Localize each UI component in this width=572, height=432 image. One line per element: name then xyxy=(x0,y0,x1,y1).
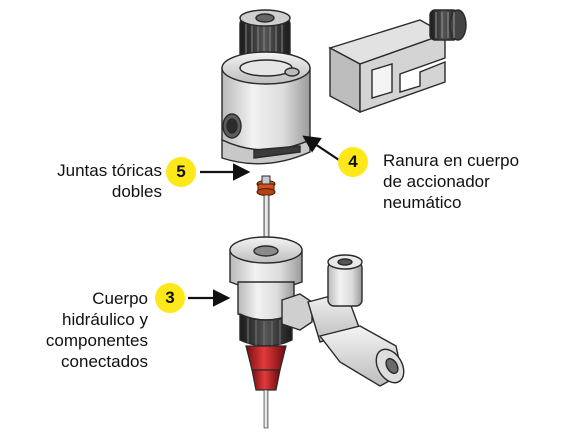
callout-3-label: Cuerpo hidráulico y componentes conectad… xyxy=(45,289,148,371)
needle xyxy=(263,194,270,242)
callout-4-badge: 4 xyxy=(338,147,368,177)
callout-3-badge: 3 xyxy=(155,283,185,313)
o-rings xyxy=(256,175,276,196)
actuator-clamp xyxy=(328,9,467,114)
callout-arrows xyxy=(188,135,343,307)
arrow-4 xyxy=(302,135,343,163)
pneumatic-actuator-body xyxy=(221,9,311,165)
elbow-fitting xyxy=(281,254,405,387)
callout-4-label: Ranura en cuerpo de accionador neumático xyxy=(383,151,520,212)
callout-5-badge: 5 xyxy=(166,157,196,187)
hydraulic-body xyxy=(229,236,303,348)
callout-5-label: Juntas tóricas dobles xyxy=(57,161,162,201)
luer-needle-tip xyxy=(245,345,287,429)
